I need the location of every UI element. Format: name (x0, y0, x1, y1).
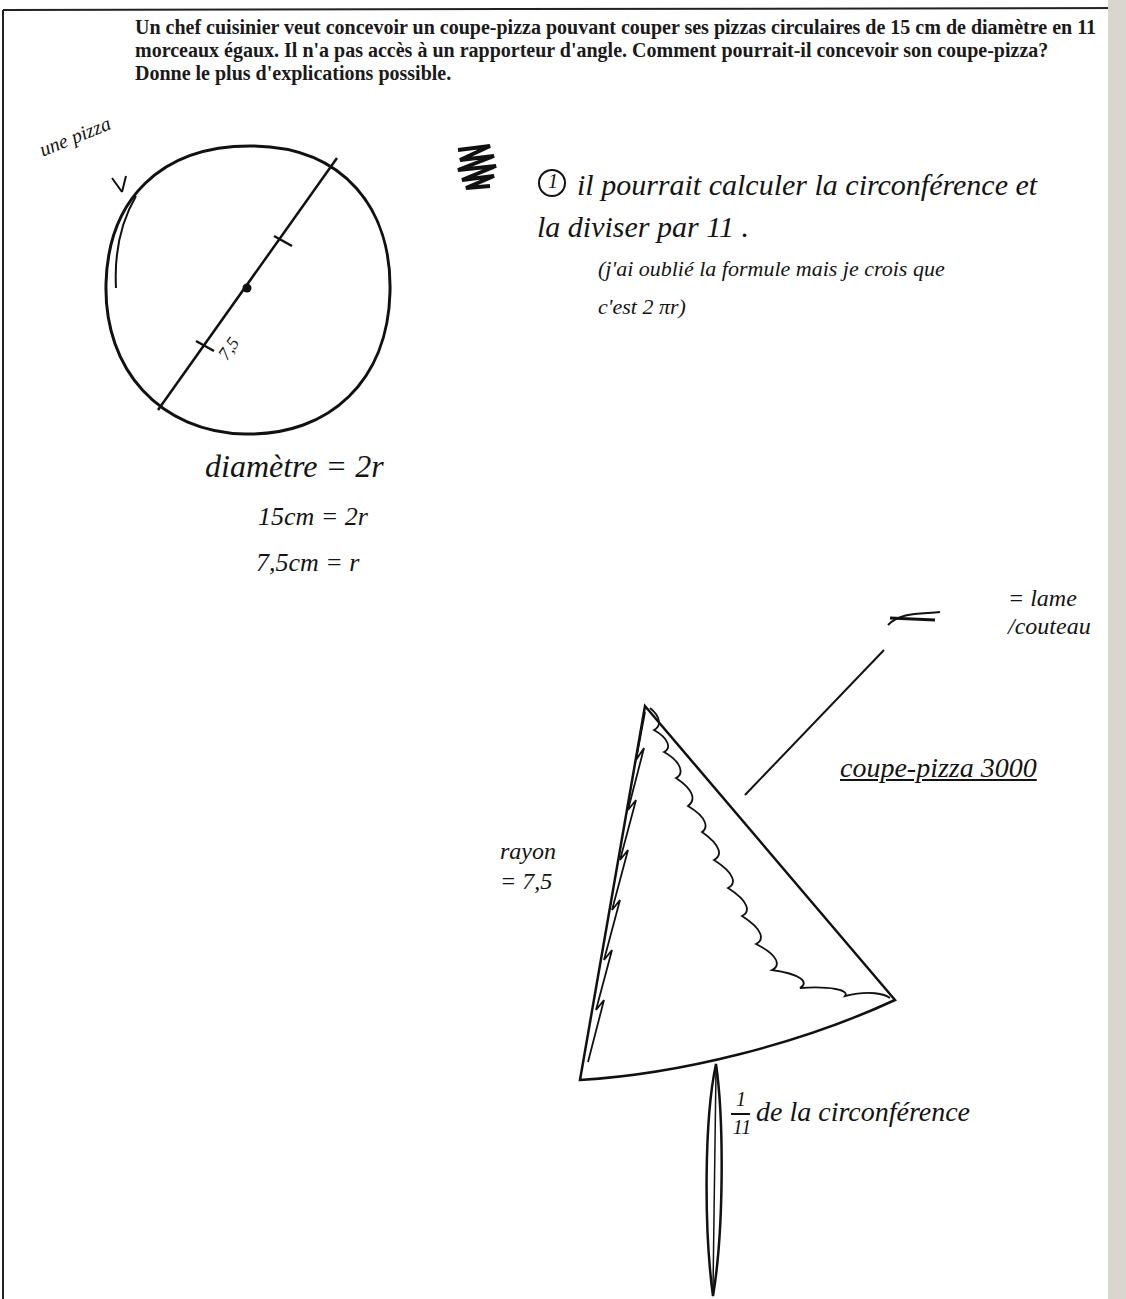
blade-edge (650, 708, 890, 998)
tick (196, 341, 214, 351)
tick (274, 236, 292, 246)
step-number: 1 (545, 170, 561, 193)
fraction-numerator: 1 (733, 1088, 749, 1111)
blade-edge (588, 712, 645, 1062)
page-shadow (1108, 0, 1126, 1299)
radius-mark: 7,5 (214, 319, 254, 364)
pizza-label: une pizza (36, 99, 147, 162)
scribble (458, 146, 496, 188)
equation: 15cm = 2r (258, 502, 458, 532)
radius-label: rayon = 7,5 (500, 836, 574, 896)
cutter-handle (713, 1070, 716, 1290)
crossed-word (890, 618, 935, 620)
fraction-text: de la circonférence (756, 1096, 1036, 1128)
cutter-handle (707, 1064, 722, 1296)
formula-note: (j'ai oublié la formule mais je crois qu… (598, 250, 958, 326)
blade-label: = lame /couteau (1008, 584, 1113, 640)
diameter-line (158, 158, 337, 410)
sheet-edge (2, 10, 4, 1299)
number-circle (539, 170, 565, 196)
pizza-circle (106, 146, 390, 434)
pointer (112, 176, 126, 192)
explanation: il pourrait calculer la circonférence et… (537, 164, 1057, 248)
fraction-bar (731, 1113, 750, 1115)
crossed-word (888, 612, 940, 625)
diameter-equation: diamètre = 2r (205, 448, 465, 485)
problem-statement: Un chef cuisinier veut concevoir un coup… (135, 16, 1100, 85)
equation: 7,5cm = r (256, 548, 456, 578)
fraction-denominator: 11 (729, 1116, 755, 1139)
sheet-edge (3, 8, 1126, 10)
tool-name: coupe-pizza 3000 (840, 752, 1110, 784)
pointer-curve (116, 196, 136, 288)
center-dot (243, 284, 252, 293)
